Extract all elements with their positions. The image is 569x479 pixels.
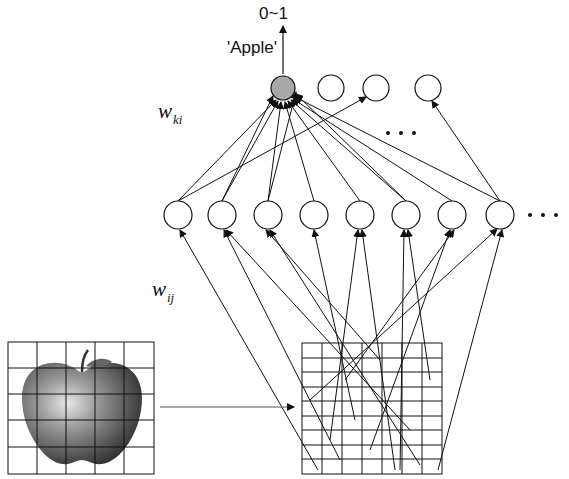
neuron-circle (270, 75, 296, 101)
class-label: 'Apple' (226, 39, 278, 56)
output-range: 0~1 (259, 5, 288, 22)
input-arrow (160, 406, 294, 407)
weight-connections-ki (178, 92, 500, 201)
apple-image (8, 342, 154, 474)
weight-connections-ij (180, 229, 502, 470)
weight-subscript: ij (167, 291, 174, 304)
weight-subscript: ki (173, 113, 182, 126)
output-arrow (282, 26, 283, 74)
input-grid (302, 343, 442, 474)
output-neuron: 'Apple' (270, 75, 296, 101)
output-neurons (318, 75, 441, 101)
weight-symbol: w (152, 279, 166, 300)
weight-symbol: w (158, 101, 172, 122)
hidden-neurons (164, 201, 514, 229)
